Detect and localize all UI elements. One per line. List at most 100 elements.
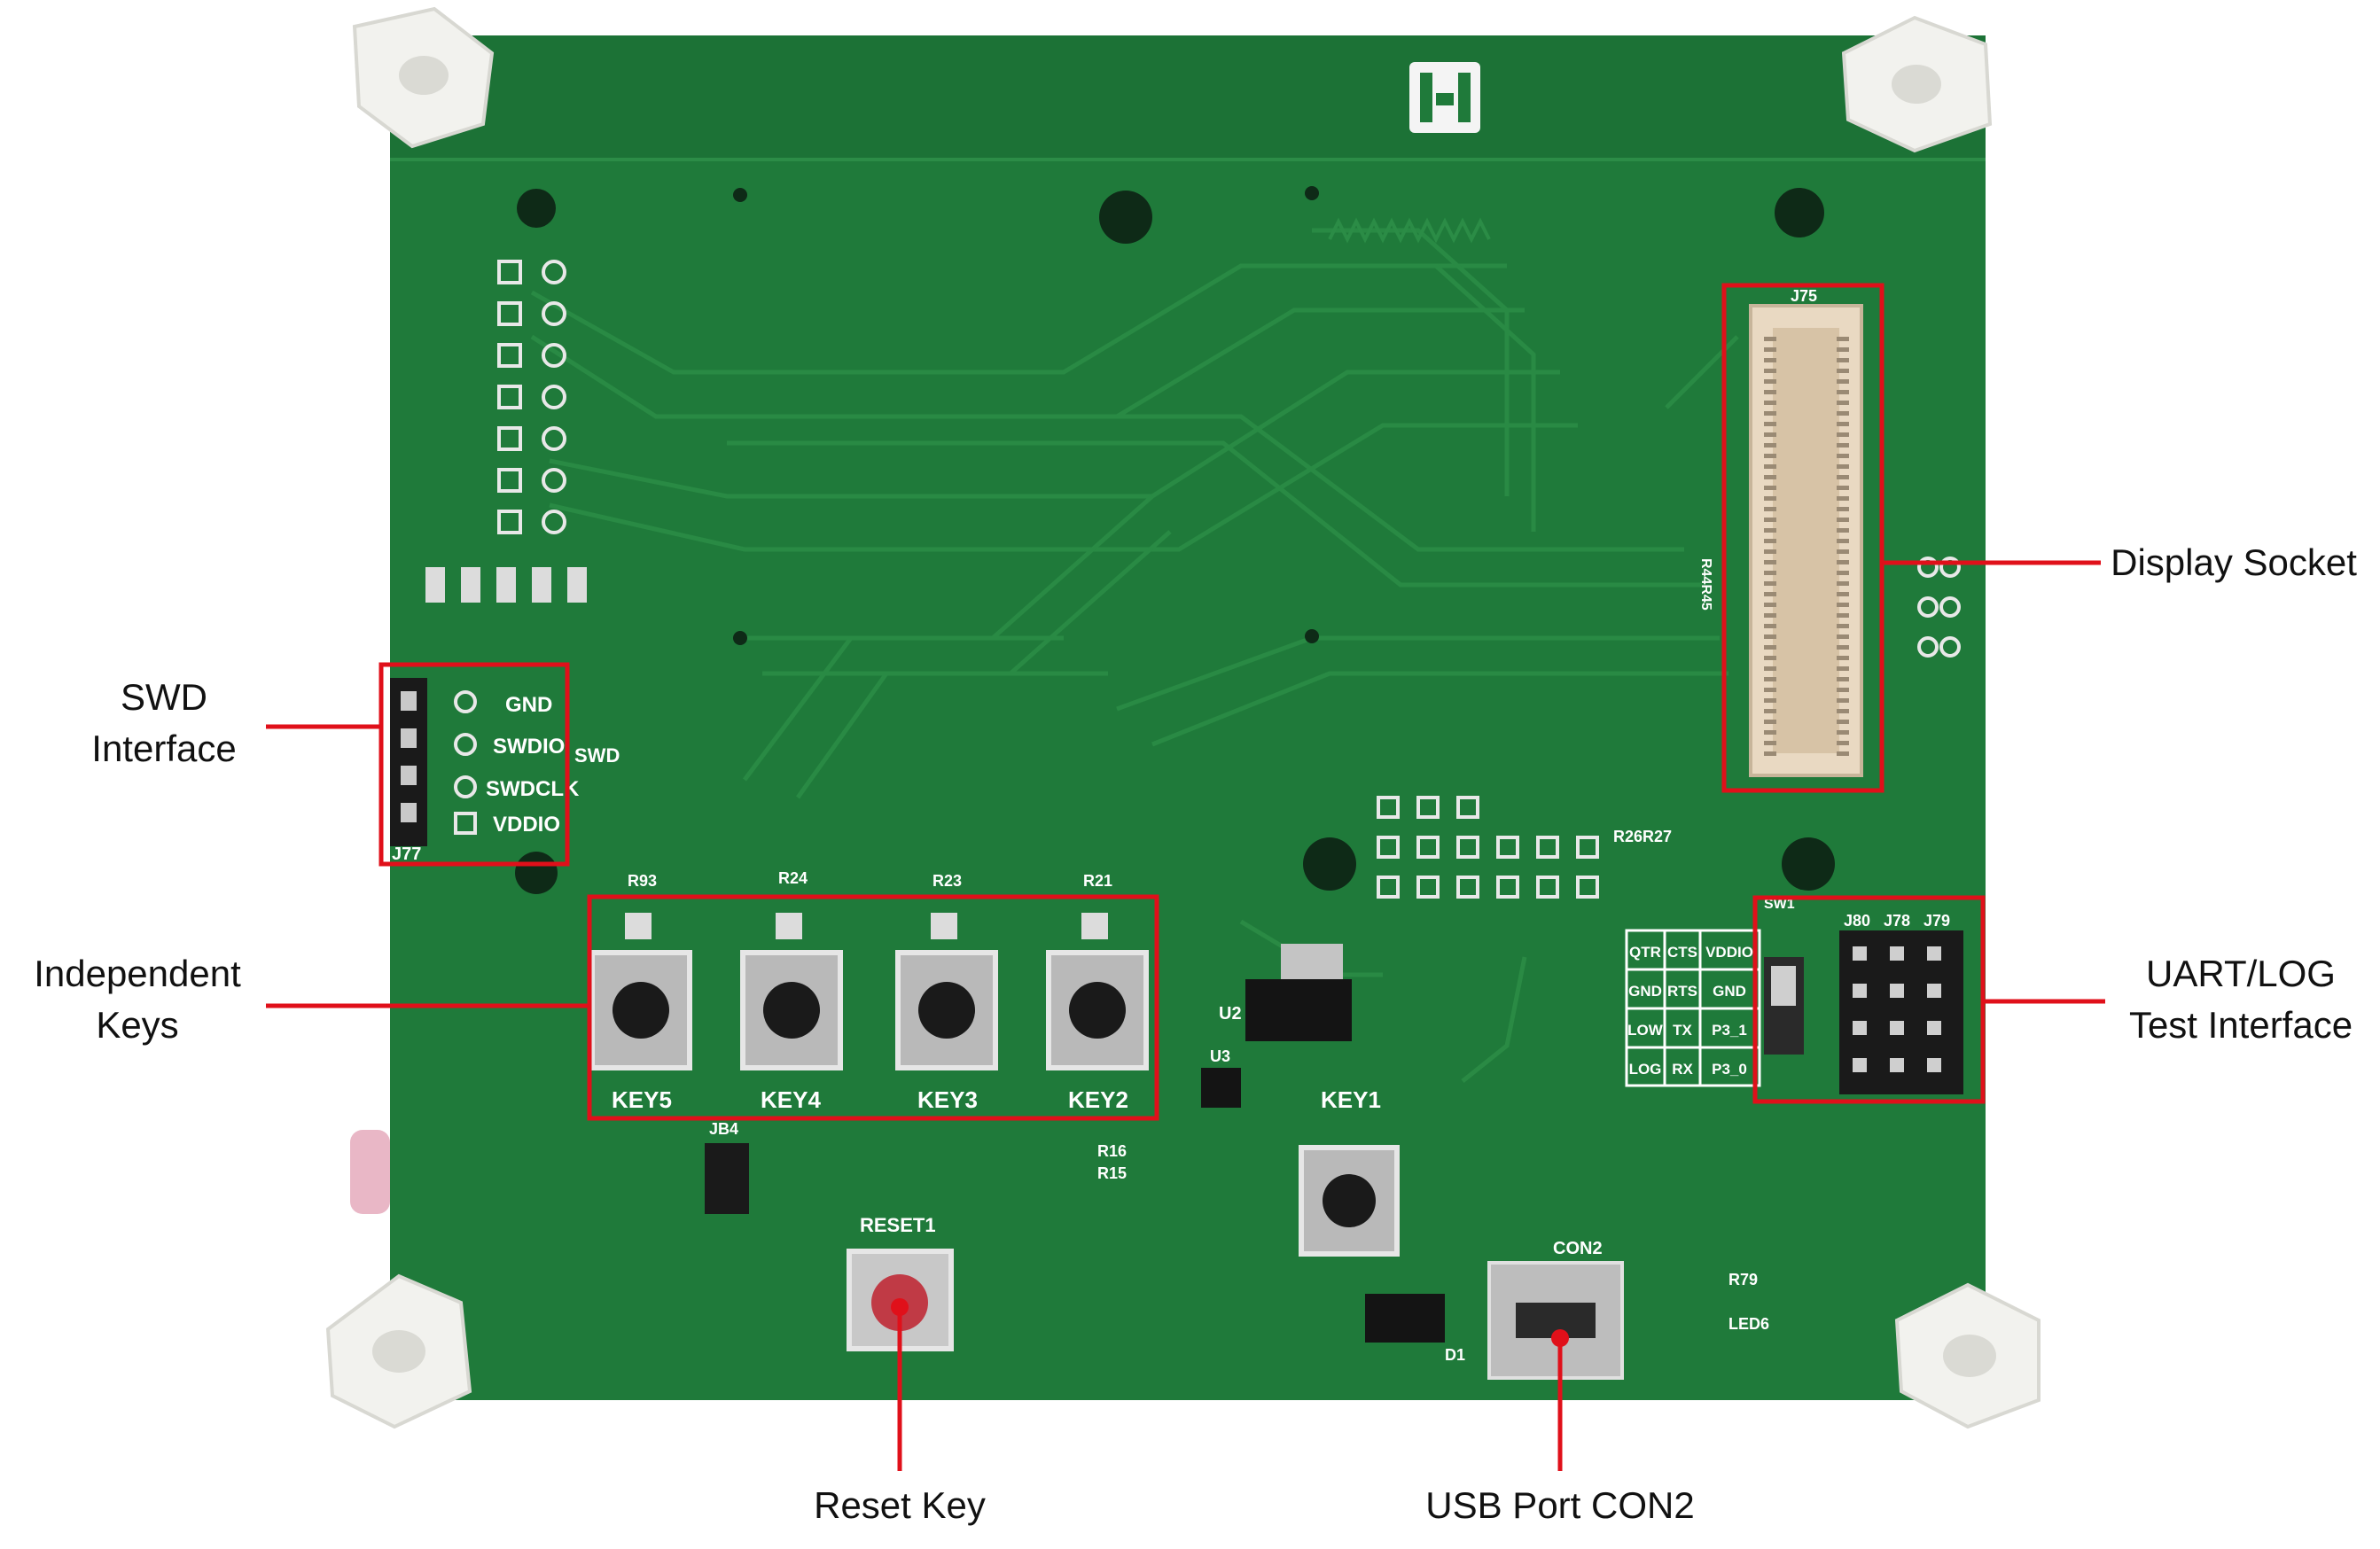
nylon-standoff-top-left — [352, 6, 495, 149]
display-socket-pins-left — [1764, 337, 1776, 756]
socket-pin — [1764, 496, 1776, 501]
uart-header-pin — [1927, 946, 1941, 961]
uart-table-cell: CTS — [1667, 944, 1697, 961]
display-socket-pins-right — [1837, 337, 1849, 756]
usb-connector-con2 — [1487, 1261, 1624, 1380]
uart-table-cell: GND — [1713, 983, 1746, 1000]
uart-header-pin — [1890, 946, 1904, 961]
uart-table-cell: LOW — [1627, 1022, 1664, 1039]
swd-header — [390, 678, 477, 846]
right-side-pins — [1917, 557, 1961, 658]
key2-label: KEY2 — [1068, 1086, 1128, 1113]
swd-pin-label-gnd: GND — [505, 693, 552, 717]
tactile-key-key4 — [740, 950, 843, 1070]
jb4-label: JB4 — [709, 1120, 738, 1138]
socket-pin — [1764, 464, 1776, 469]
callout-uart-line2: Test Interface — [2128, 1004, 2353, 1046]
socket-pin — [1837, 358, 1849, 362]
socket-pin — [1764, 666, 1776, 671]
socket-pin — [1837, 624, 1849, 628]
socket-pin — [1764, 677, 1776, 681]
r24-label: R24 — [778, 869, 808, 887]
socket-pin — [1837, 709, 1849, 713]
socket-pin — [1764, 443, 1776, 448]
callout-usb-port: USB Port CON2 — [1401, 1480, 1720, 1531]
uart-table-cell: LOG — [1629, 1061, 1662, 1078]
usb-callout-dot — [1551, 1329, 1569, 1347]
display-highlight-box — [1721, 283, 1884, 793]
callout-swd-interface: SWD Interface — [62, 672, 266, 774]
socket-pin — [1764, 475, 1776, 479]
socket-pin — [1837, 464, 1849, 469]
uart-silk-table — [1625, 929, 1761, 1087]
nylon-standoff-bottom-right — [1894, 1282, 2041, 1429]
tactile-key-key2 — [1046, 950, 1149, 1070]
socket-pin — [1837, 507, 1849, 511]
socket-pin — [1837, 475, 1849, 479]
led6-label: LED6 — [1728, 1315, 1769, 1333]
swd-silk-label: SWD — [574, 744, 620, 767]
small-vias — [733, 186, 1319, 645]
socket-pin — [1837, 443, 1849, 448]
callout-keys-line2: Keys — [96, 1004, 179, 1046]
socket-pin — [1764, 549, 1776, 554]
jb4-jumper — [705, 1143, 749, 1214]
socket-pin — [1837, 571, 1849, 575]
socket-pin — [1837, 645, 1849, 650]
callout-independent-keys: Independent Keys — [9, 948, 266, 1051]
r79-label: R79 — [1728, 1271, 1758, 1288]
u3-label: U3 — [1210, 1047, 1230, 1065]
j80-label: J80 — [1844, 912, 1870, 930]
socket-pin — [1764, 422, 1776, 426]
con2-label: CON2 — [1553, 1239, 1603, 1258]
mounting-hole — [1303, 837, 1356, 891]
tactile-key-key5 — [589, 950, 692, 1070]
u3-chip — [1201, 1068, 1241, 1108]
socket-pin — [1837, 666, 1849, 671]
socket-pin — [1764, 432, 1776, 437]
callout-swd-line2: Interface — [91, 728, 237, 769]
callout-display-line1: Display Socket — [2111, 541, 2357, 583]
uart-header-pin — [1927, 1021, 1941, 1035]
uart-header-pin — [1927, 1058, 1941, 1072]
mounting-hole — [1775, 188, 1824, 237]
swd-pin-label-vddio: VDDIO — [493, 813, 560, 837]
socket-pin — [1837, 560, 1849, 564]
socket-pin — [1837, 454, 1849, 458]
j75-label: J75 — [1791, 287, 1817, 305]
socket-pin — [1764, 581, 1776, 586]
callout-reset-line1: Reset Key — [814, 1484, 986, 1526]
socket-pin — [1764, 709, 1776, 713]
socket-pin — [1764, 624, 1776, 628]
socket-pin — [1764, 454, 1776, 458]
pcb-body — [390, 35, 1986, 1400]
nylon-standoff-bottom-left — [325, 1273, 472, 1429]
socket-pin — [1837, 751, 1849, 756]
uart-header-pin — [1890, 1058, 1904, 1072]
socket-pin — [1837, 432, 1849, 437]
r15-label: R15 — [1097, 1164, 1127, 1182]
swd-pin-label-swdio: SWDIO — [493, 735, 565, 759]
mounting-hole — [1099, 191, 1152, 244]
mounting-hole — [515, 852, 558, 894]
socket-pin — [1764, 560, 1776, 564]
reset1-label: RESET1 — [860, 1214, 936, 1236]
u2-label: U2 — [1219, 1004, 1242, 1024]
socket-pin — [1764, 730, 1776, 735]
callout-uart-line1: UART/LOG — [2146, 953, 2336, 994]
callout-keys-line1: Independent — [34, 953, 241, 994]
socket-pin — [1837, 496, 1849, 501]
sw1-label: SW1 — [1764, 897, 1795, 912]
swd-pin-label-swdclk: SWDCLK — [486, 777, 580, 801]
uart-table-cell: GND — [1628, 983, 1662, 1000]
d1-label: D1 — [1445, 1346, 1465, 1364]
uart-header-pin — [1890, 984, 1904, 998]
socket-pin — [1837, 518, 1849, 522]
key-resistor-pads — [625, 913, 1108, 939]
uart-header-pin — [1853, 1058, 1867, 1072]
key1-label: KEY1 — [1321, 1086, 1381, 1113]
r16-label: R16 — [1097, 1142, 1127, 1160]
socket-pin — [1764, 751, 1776, 756]
callout-leader-lines — [266, 560, 2105, 1471]
